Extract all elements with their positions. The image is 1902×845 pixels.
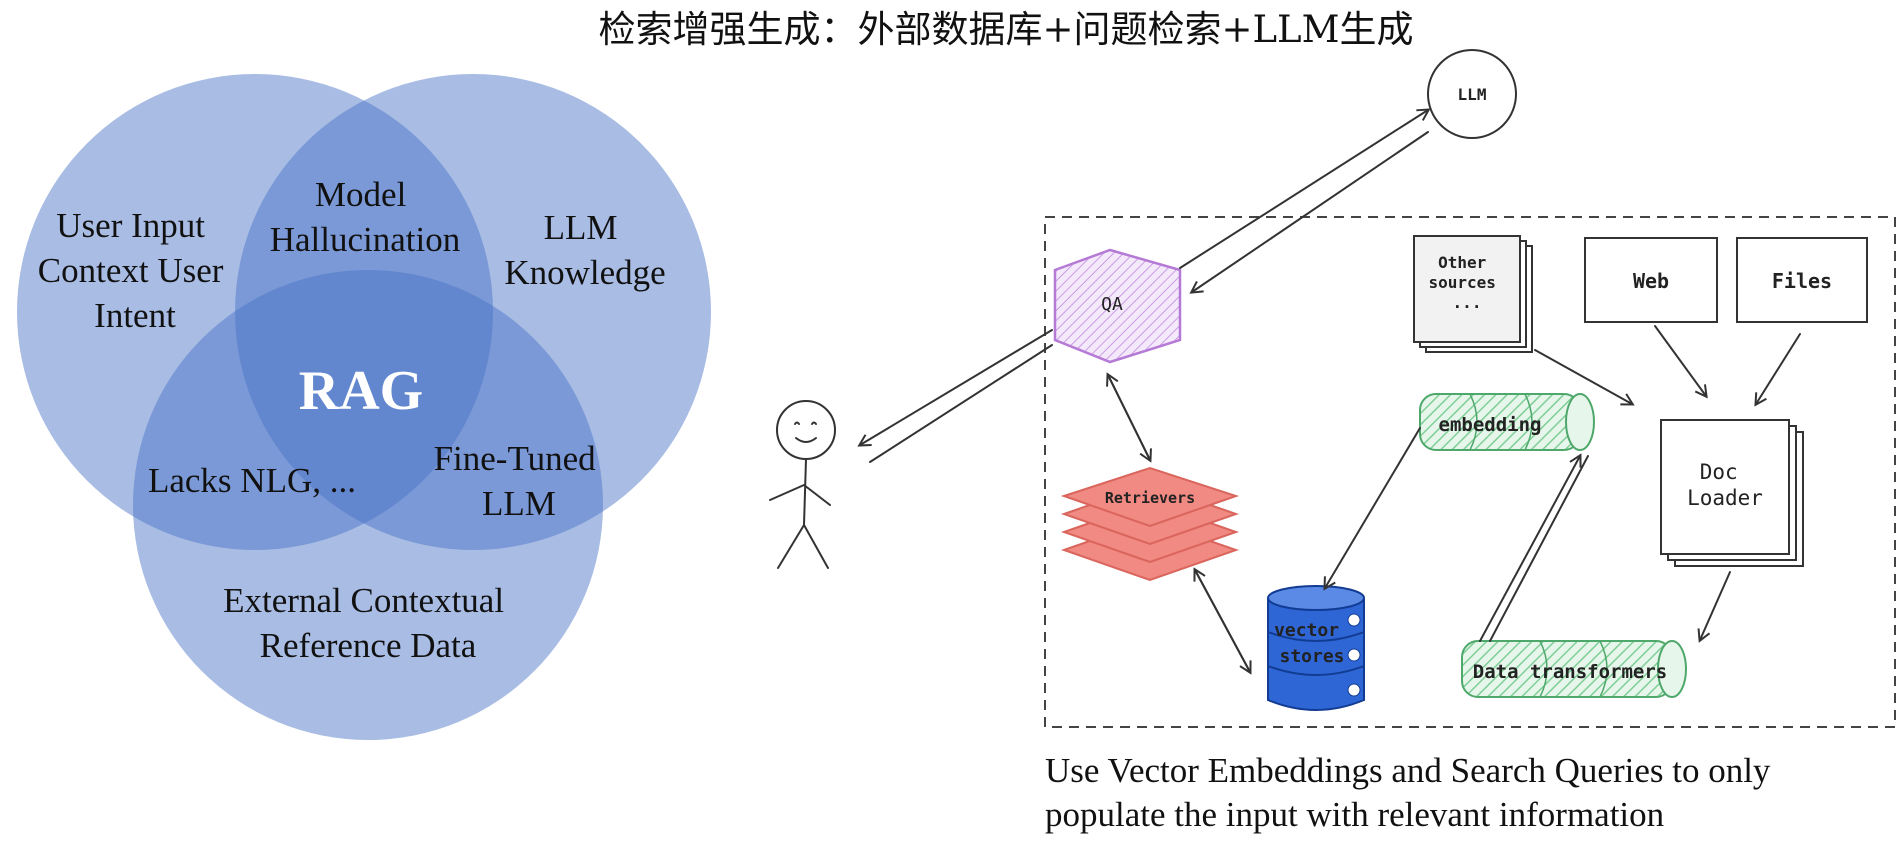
venn-circle-user-input (17, 74, 493, 550)
files-label: Files (1772, 269, 1832, 293)
embedding-label: embedding (1439, 414, 1542, 436)
data-transformers-node: Data transformers (1461, 640, 1687, 698)
vector-store-node: vector stores (1267, 585, 1365, 711)
llm-node: LLM (1427, 49, 1517, 139)
other-sources-node: Other sources ... (1413, 235, 1533, 353)
user-stick-figure-icon (769, 400, 836, 569)
files-node: Files (1736, 237, 1868, 323)
qa-node: QA (1053, 248, 1182, 364)
venn-label-fine-tuned: Fine-Tuned LLM (434, 439, 605, 523)
embedding-node: embedding (1419, 393, 1595, 451)
vector-store-label: vector stores (1274, 620, 1350, 667)
rag-pipeline: LLM QA Retrievers (769, 49, 1896, 728)
venn-label-external-data: External Contextual Reference Data (223, 581, 513, 665)
pipeline-caption: Use Vector Embeddings and Search Queries… (1045, 751, 1779, 834)
venn-diagram: User Input Context User Intent Model Hal… (17, 74, 711, 740)
doc-loader-node: Doc Loader (1660, 419, 1804, 567)
figure-title: 检索增强生成：外部数据库+问题检索+LLM生成 (598, 8, 1413, 51)
data-transformers-label: Data transformers (1473, 661, 1667, 683)
venn-label-user-input: User Input Context User Intent (38, 206, 232, 335)
retrievers-node: Retrievers (1060, 466, 1240, 582)
qa-label: QA (1101, 294, 1123, 315)
venn-label-hallucination: Model Hallucination (270, 175, 461, 259)
doc-loader-label: Doc Loader (1687, 460, 1763, 510)
web-label: Web (1633, 269, 1669, 293)
venn-label-lacks-nlg: Lacks NLG, ... (148, 461, 356, 500)
retrievers-label: Retrievers (1105, 489, 1195, 507)
venn-circle-llm-knowledge (235, 74, 711, 550)
web-node: Web (1584, 237, 1718, 323)
llm-label: LLM (1458, 85, 1487, 104)
pipeline-boundary (1044, 216, 1896, 728)
other-sources-label: Other sources ... (1428, 253, 1505, 312)
venn-center-rag: RAG (299, 360, 423, 422)
venn-circle-external-data (133, 270, 603, 740)
venn-label-llm-knowledge: LLM Knowledge (504, 208, 665, 292)
